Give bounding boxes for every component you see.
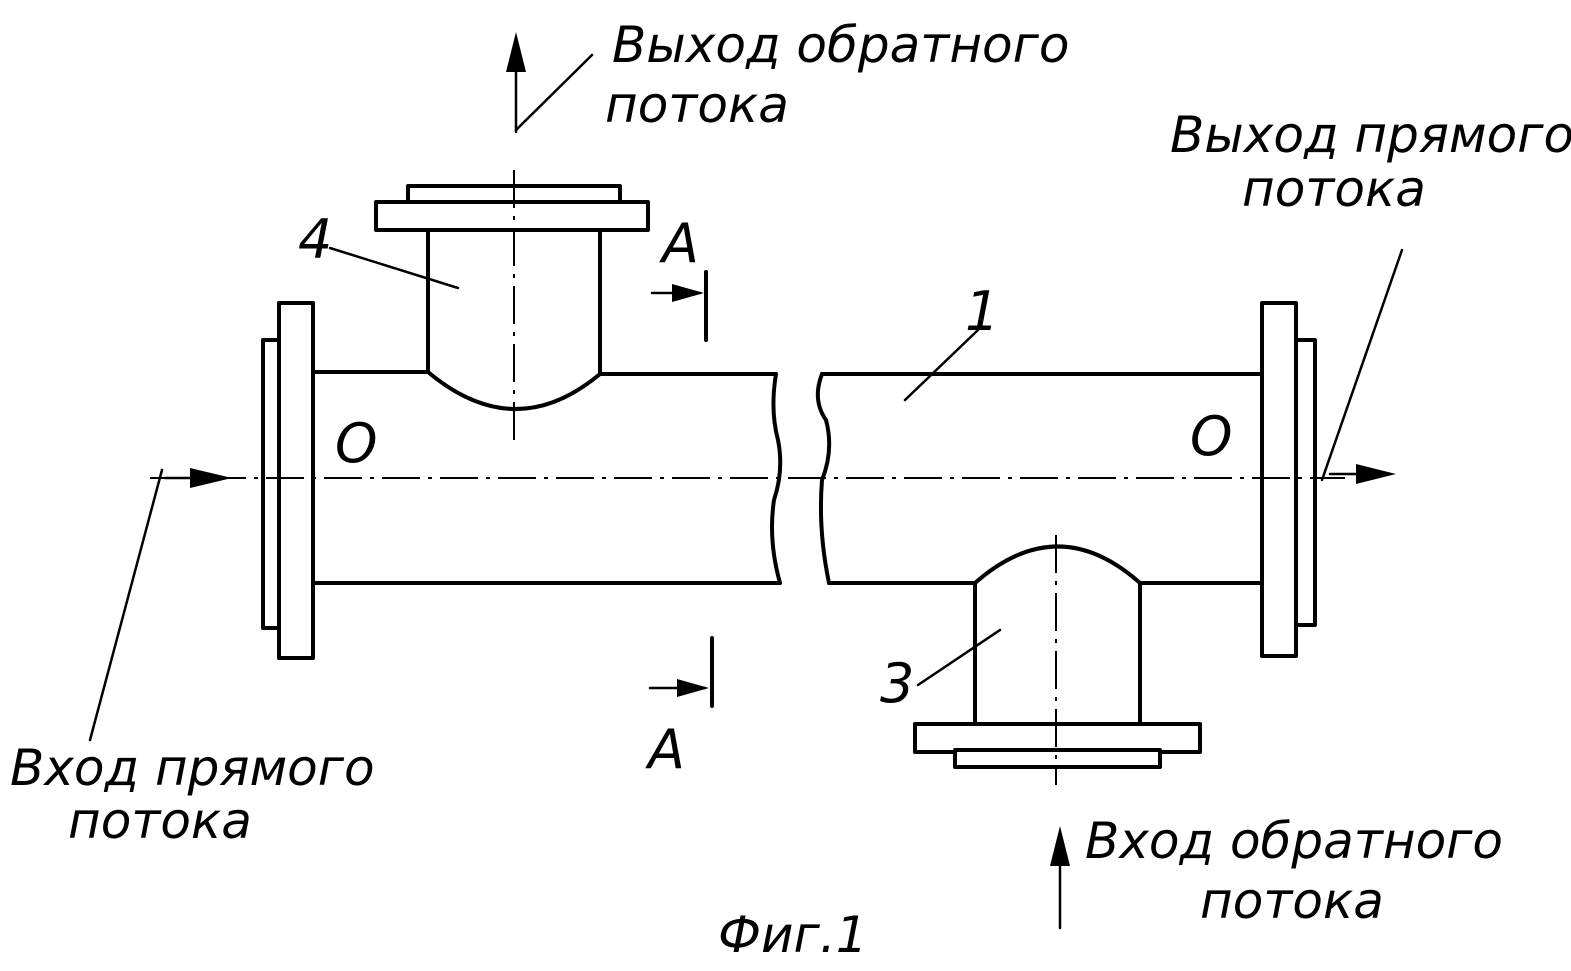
callouts: 4 1 3 О О А А	[298, 208, 1233, 781]
label-inlet-direct-line2: потока	[68, 792, 252, 850]
section-label-top: А	[659, 212, 699, 275]
right-end-flange	[1262, 303, 1315, 656]
section-markers	[650, 272, 712, 706]
label-outlet-return-line2: потока	[605, 76, 789, 134]
bottom-nozzle	[915, 547, 1200, 768]
label-inlet-return-line1: Вход обратного	[1085, 812, 1503, 870]
arrow-head-inlet-direct	[190, 468, 232, 488]
label-outlet-direct-line1: Выход прямого	[1170, 106, 1571, 164]
callout-bottom-nozzle: 3	[880, 652, 914, 715]
left-end-flange	[263, 303, 313, 658]
label-outlet-direct-line2: потока	[1242, 160, 1426, 218]
callout-axis-left: О	[335, 412, 378, 475]
section-label-bottom: А	[645, 718, 685, 781]
arrow-head-inlet-return	[1050, 826, 1070, 866]
label-inlet-return-line2: потока	[1200, 872, 1384, 930]
arrow-head-outlet-direct	[1356, 464, 1396, 484]
figure-caption: Фиг.1	[718, 906, 868, 964]
arrow-head-outlet-return	[506, 32, 526, 72]
callout-top-nozzle: 4	[298, 208, 332, 271]
label-outlet-return-line1: Выход обратного	[612, 16, 1070, 74]
label-inlet-direct-line1: Вход прямого	[10, 739, 375, 797]
callout-pipe: 1	[965, 280, 999, 343]
callout-axis-right: О	[1190, 405, 1233, 468]
labels: Выход обратного потока Выход прямого пот…	[10, 16, 1571, 964]
